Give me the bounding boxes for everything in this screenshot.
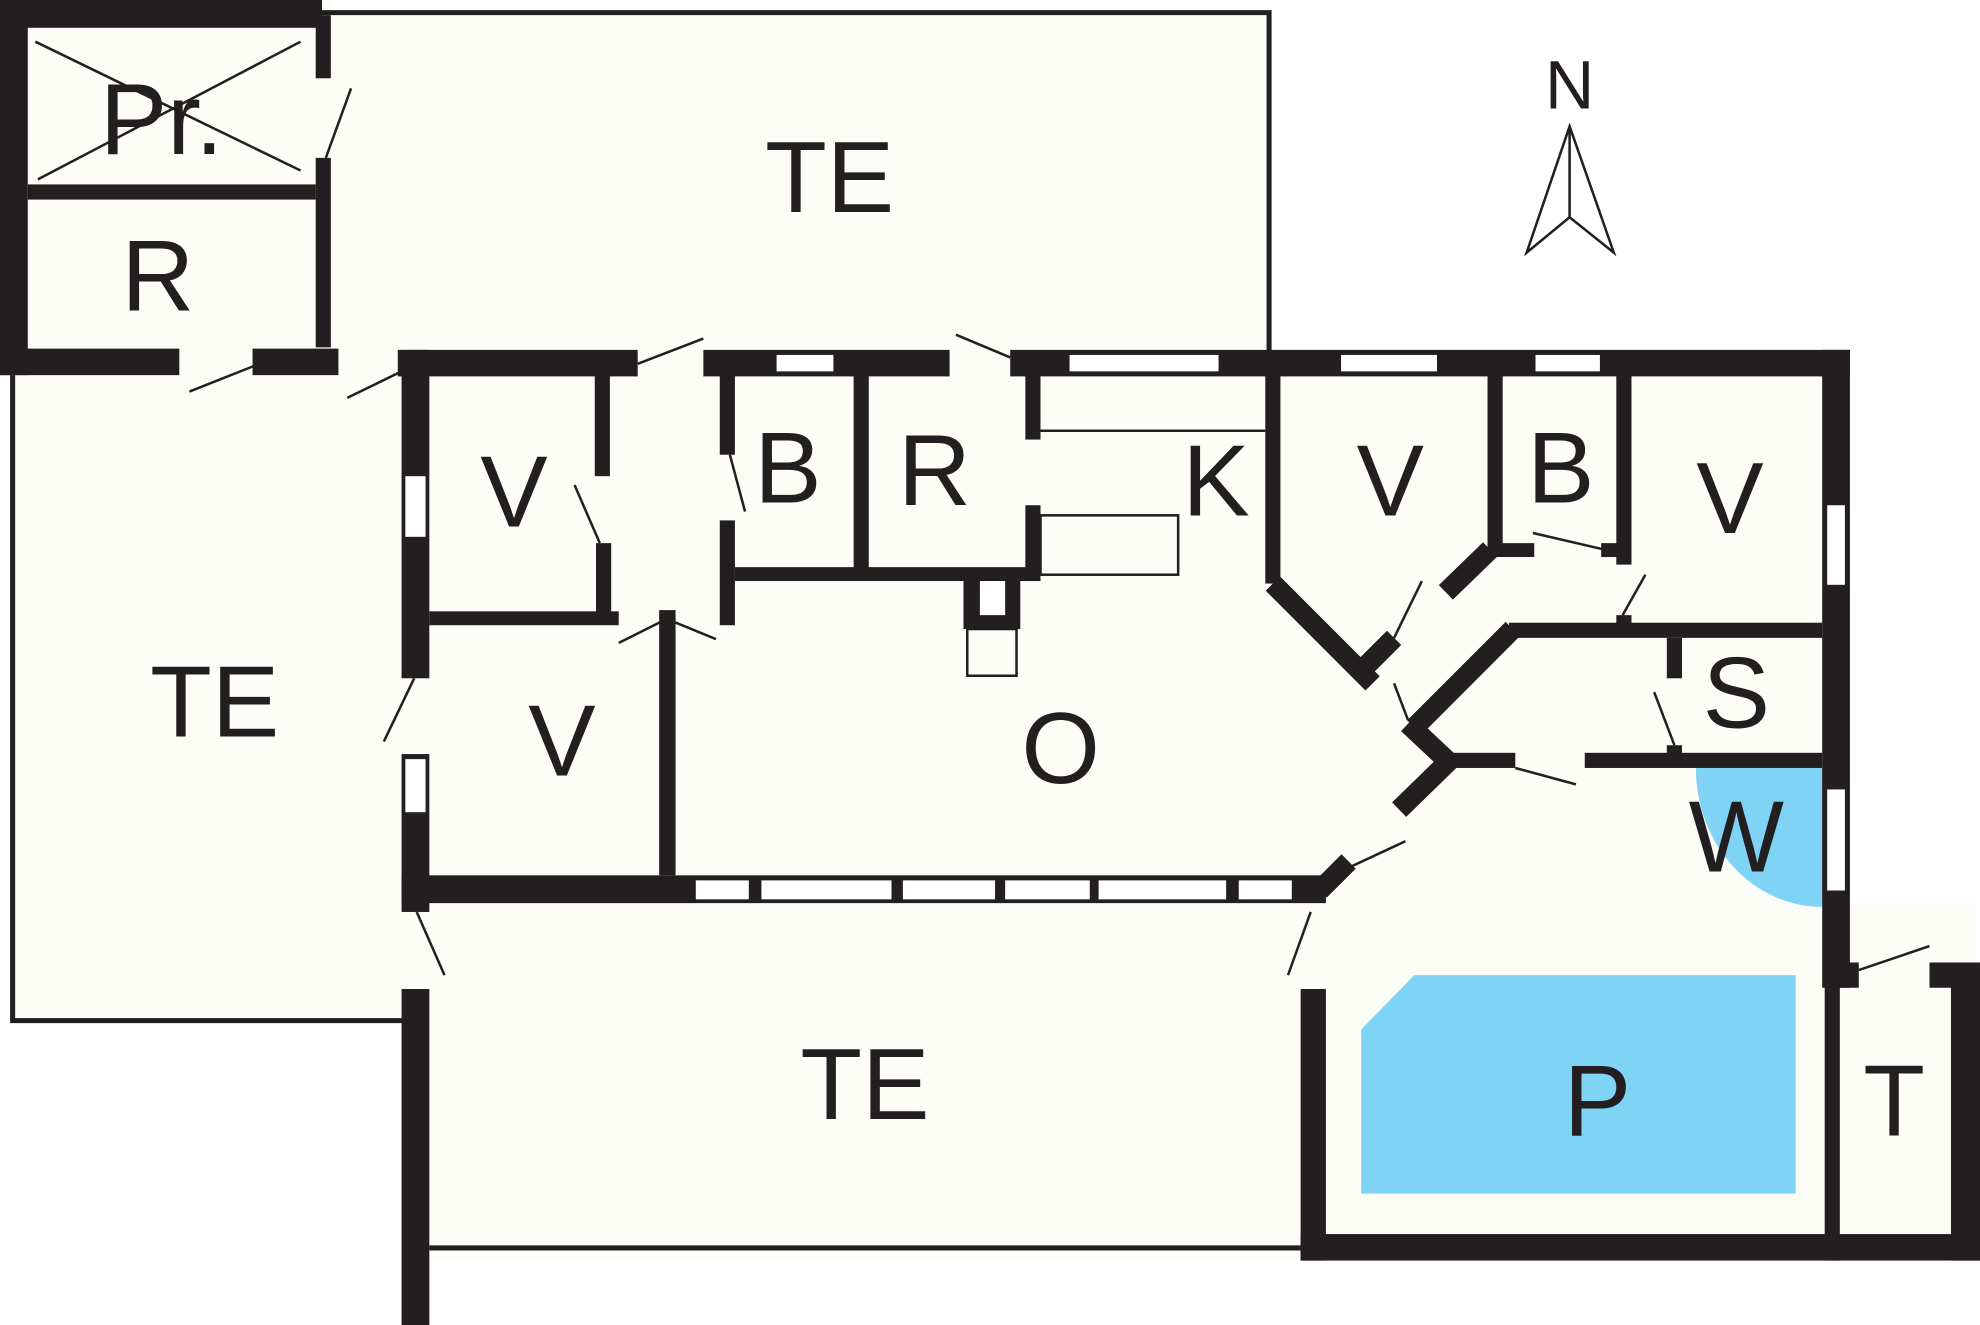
- room-label-s: S: [1703, 638, 1770, 750]
- north-arrow-icon: N: [1524, 48, 1617, 257]
- room-label-w: W: [1689, 782, 1784, 894]
- north-label: N: [1545, 48, 1594, 124]
- terrace-outlines: [10, 10, 1301, 1251]
- room-labels: Pr. R TE V B R K V B V TE V O S W TE P T: [100, 64, 1925, 1157]
- room-label-pr: Pr.: [100, 64, 223, 176]
- room-label-v-2: V: [1357, 425, 1424, 537]
- room-label-v-3: V: [1696, 443, 1763, 555]
- room-label-r-top: R: [121, 221, 194, 333]
- windows: [405, 354, 1845, 900]
- pool: [1361, 975, 1796, 1194]
- room-label-v-4: V: [528, 686, 595, 798]
- fixtures-and-doors: [34, 40, 1930, 976]
- room-label-te-top: TE: [765, 122, 894, 234]
- whirlpool: [1695, 767, 1823, 907]
- room-label-v-1: V: [480, 437, 547, 549]
- room-label-te-bottom: TE: [800, 1029, 929, 1141]
- room-label-r-2: R: [898, 415, 971, 527]
- room-label-b-1: B: [754, 413, 821, 525]
- room-label-k: K: [1182, 425, 1249, 537]
- room-label-te-left: TE: [150, 646, 279, 758]
- room-label-t: T: [1863, 1046, 1925, 1158]
- room-label-p: P: [1564, 1046, 1631, 1158]
- room-label-o: O: [1021, 693, 1100, 805]
- room-label-b-2: B: [1527, 413, 1594, 525]
